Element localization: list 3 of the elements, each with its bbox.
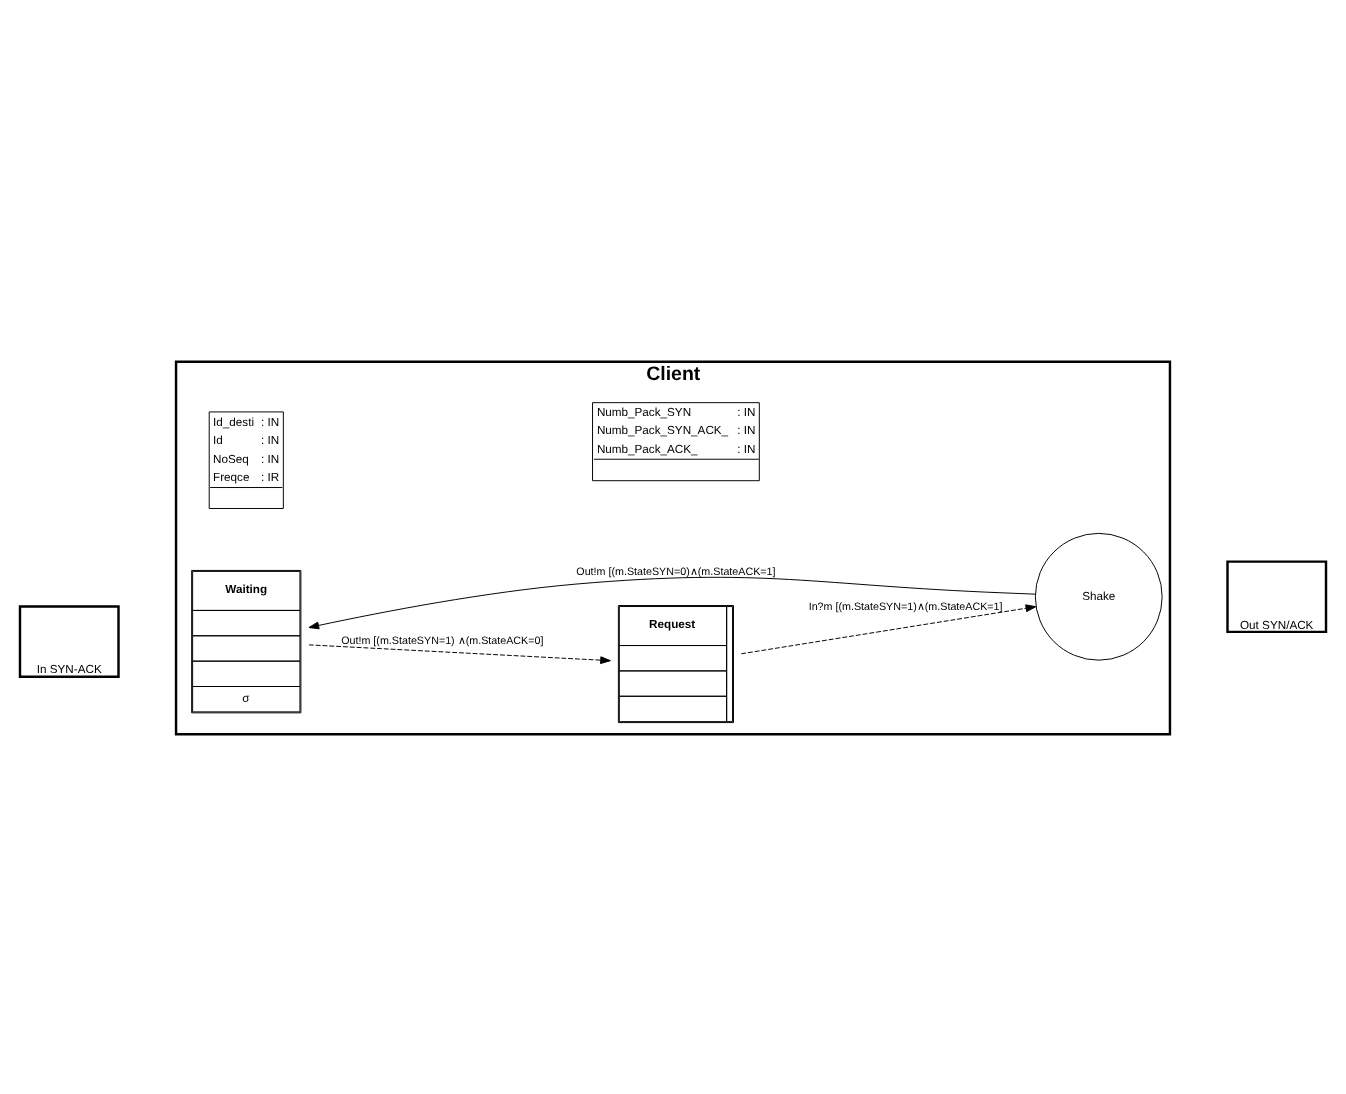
arrow [308, 575, 1036, 629]
arrow [740, 603, 1037, 654]
arrow [308, 643, 611, 664]
